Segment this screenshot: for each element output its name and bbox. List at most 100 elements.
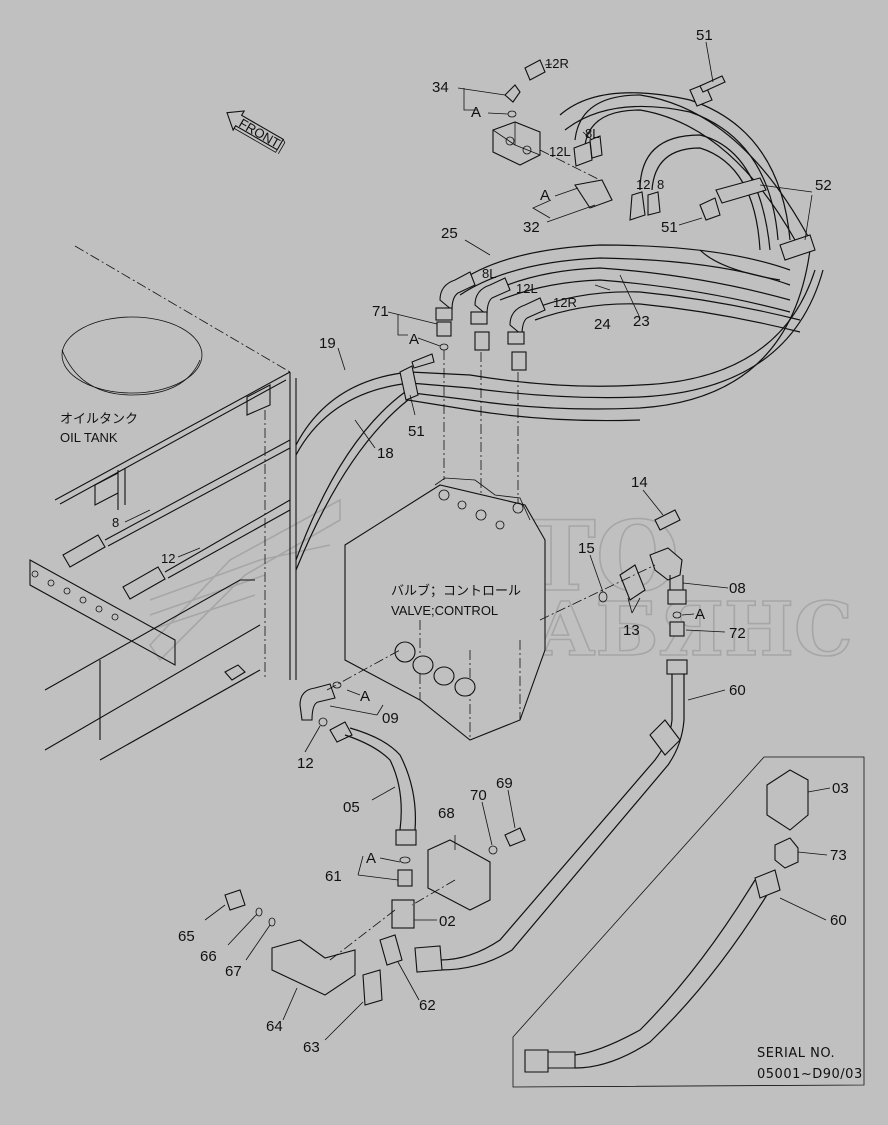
tank-filler-cap [61, 316, 203, 394]
leader-71 [387, 311, 441, 347]
leader-52 [759, 184, 813, 241]
callout-A-32: A [540, 187, 550, 204]
leader-60 [687, 689, 726, 701]
hose-60-edge-right [439, 674, 685, 971]
block-edges [492, 122, 541, 156]
valve-body [344, 484, 546, 741]
lower-piping [299, 649, 417, 966]
callout-25: 25 [441, 225, 458, 242]
control-valve: バルブ；コントロール VALVE;CONTROL [344, 477, 546, 741]
callout-23: 23 [633, 313, 650, 330]
pipe-05-end-nut [395, 829, 417, 846]
valve-spool-cap [412, 655, 434, 675]
leader-8-tank [124, 509, 151, 523]
fitting-12R-top [524, 59, 546, 81]
fitting-body [62, 534, 106, 568]
watermark-wing-shape [148, 498, 341, 662]
centerline-09 [326, 649, 401, 691]
leader-32 [532, 187, 596, 223]
callout-A-09: A [360, 688, 370, 705]
block-03 [766, 769, 809, 831]
front-arrow-icon: FRONT [226, 110, 286, 155]
bolt-69 [504, 827, 526, 847]
hose-24 [529, 291, 801, 321]
washer-70 [488, 845, 498, 855]
fitting-8L-top [589, 135, 603, 159]
callout-08: 08 [729, 580, 746, 597]
serial-range: 05001~D90/03 [757, 1067, 863, 1082]
callout-09: 09 [382, 710, 399, 727]
upper-hose-bundle [559, 75, 816, 281]
fitting-23 [474, 331, 490, 351]
fitting-12L-top [573, 141, 593, 167]
hose-19-18 [295, 249, 824, 571]
watermark-wing-stripes [149, 544, 331, 631]
tank-tab-lower [94, 468, 126, 510]
leader-18 [354, 419, 376, 449]
elbow-12 [629, 191, 646, 221]
tank-fitting-12 [122, 499, 291, 600]
callout-12R: 12R [553, 295, 577, 310]
callout-51-mid: 51 [661, 219, 678, 236]
valve-top-ridge [434, 477, 531, 521]
callout-51-top: 51 [696, 27, 713, 44]
callout-71: 71 [372, 303, 389, 320]
hose-23-edge [499, 279, 791, 313]
tank-base-frame [44, 579, 261, 761]
pipe-05-nut [329, 721, 353, 743]
fitting-72 [669, 621, 685, 637]
side-port-assembly [539, 509, 688, 675]
pipe-05-edge-left [344, 734, 402, 831]
callout-51-left: 51 [408, 423, 425, 440]
elbow-08 [649, 547, 683, 581]
arrow-shadow [233, 125, 286, 155]
tank-fitting-8 [62, 439, 291, 568]
leader-19 [337, 347, 346, 371]
callout-12L: 12L [516, 281, 538, 296]
oring-71 [439, 343, 449, 351]
callout-70: 70 [470, 787, 487, 804]
callout-60-inset: 60 [830, 912, 847, 929]
leader-73 [797, 851, 828, 856]
fitting-24 [511, 351, 527, 371]
tank-line-12 [164, 499, 291, 579]
washer-67 [268, 917, 276, 927]
valve-port [495, 520, 505, 530]
callout-13: 13 [623, 622, 640, 639]
hose-60-inset-end [524, 1049, 576, 1073]
leader-13 [627, 597, 641, 614]
callout-8L: 8L [482, 266, 496, 281]
oring-09 [332, 681, 342, 689]
leader-8L-top [582, 131, 593, 141]
leader-05 [371, 786, 396, 801]
oring-12 [318, 717, 328, 727]
oring-61 [399, 856, 411, 864]
callout-63: 63 [303, 1039, 320, 1056]
clamp-52-upper [715, 177, 767, 204]
callout-73: 73 [830, 847, 847, 864]
hose-19 [295, 269, 816, 446]
frame-holes [31, 570, 119, 621]
oring-72 [672, 611, 682, 619]
fitting-71 [436, 321, 452, 337]
clamp-51-left-bolt [411, 353, 435, 369]
callout-52: 52 [815, 177, 832, 194]
washer-66 [255, 907, 263, 917]
leader-24 [594, 284, 611, 291]
control-valve-label-en: VALVE;CONTROL [391, 603, 498, 618]
hose-top-6 [651, 147, 761, 251]
manifold-block [492, 59, 661, 221]
bolt-65 [224, 889, 246, 911]
tank-tab [246, 384, 271, 416]
hose-60-inset-fitting [754, 869, 781, 899]
hose-top-1 [559, 92, 791, 241]
bracket-68 [427, 839, 491, 911]
leader-67 [245, 924, 271, 961]
hose-23 [494, 267, 791, 301]
hose-60-sleeve [649, 719, 681, 756]
nut-08 [667, 589, 687, 605]
pipe-05-edge-right [349, 727, 417, 831]
callout-60: 60 [729, 682, 746, 699]
callout-72: 72 [729, 625, 746, 642]
